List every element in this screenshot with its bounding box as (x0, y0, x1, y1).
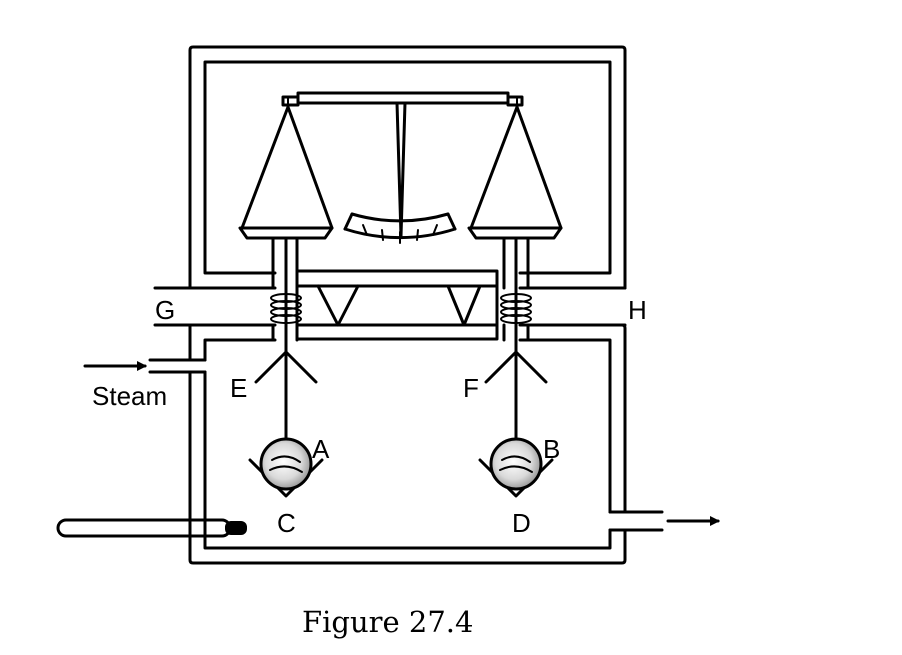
baffle-f (484, 350, 548, 384)
upper-chamber (188, 45, 627, 290)
label-e: E (230, 373, 247, 403)
label-c: C (277, 508, 296, 538)
baffle-e (254, 350, 318, 384)
right-coil (500, 293, 532, 324)
label-h: H (628, 295, 647, 325)
central-block (295, 269, 499, 341)
label-a: A (312, 434, 330, 464)
balance-beam (281, 91, 524, 238)
bulb-b (478, 437, 554, 498)
outlet-pipe (608, 510, 720, 532)
label-f: F (463, 373, 479, 403)
steam-inlet-pipe (83, 358, 207, 374)
label-steam: Steam (92, 381, 167, 411)
channel-g (153, 286, 277, 327)
channel-h (518, 286, 627, 327)
lower-rods (271, 323, 530, 342)
left-coil (270, 293, 302, 324)
label-b: B (543, 434, 560, 464)
left-suspension (271, 236, 299, 442)
bulb-a (248, 437, 324, 498)
left-pan (238, 105, 334, 240)
thermometer (56, 518, 247, 538)
right-pan (467, 105, 563, 240)
label-d: D (512, 508, 531, 538)
figure-caption: Figure 27.4 (302, 605, 473, 639)
label-g: G (155, 295, 175, 325)
right-suspension (502, 236, 530, 442)
balance-scale (343, 212, 457, 244)
